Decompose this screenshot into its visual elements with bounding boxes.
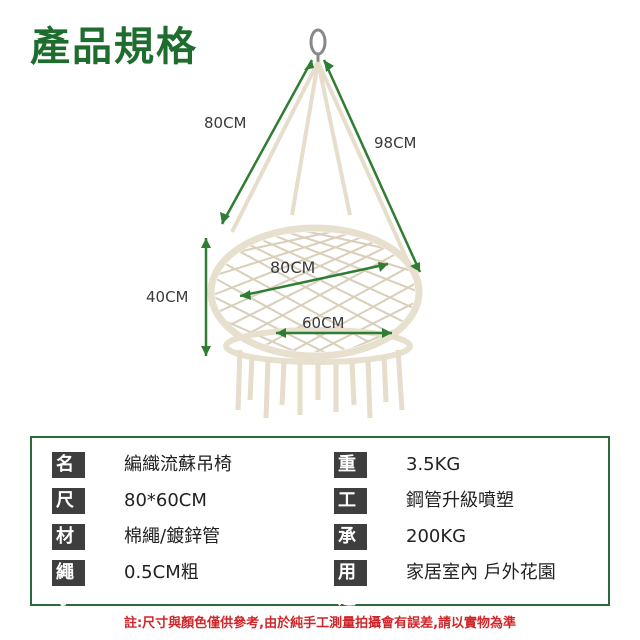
seat-outer-label: 80CM [270, 258, 316, 277]
rope-diagonal-label: 98CM [374, 134, 417, 152]
hook-icon [309, 28, 327, 62]
arrow-heads [201, 60, 420, 356]
dimension-lines [204, 59, 422, 356]
spec-label: 重量: [334, 452, 368, 501]
hammock-chair-illustration [201, 28, 423, 419]
spec-value: 0.5CM粗 [124, 562, 199, 583]
spec-value: 家居室內 戶外花園 [406, 562, 556, 583]
disclaimer-note: 註:尺寸與顏色僅供參考,由於純手工測量拍攝會有誤差,請以實物為準 [123, 616, 517, 631]
tassels [235, 349, 405, 419]
spec-value: 200KG [406, 526, 467, 547]
spec-value: 棉繩/鍍鋅管 [124, 526, 221, 547]
spec-label: 用途: [334, 560, 368, 609]
spec-label: 尺寸: [52, 488, 86, 537]
spec-value: 80*60CM [124, 490, 207, 511]
spec-label: 材質: [52, 524, 86, 573]
spec-label: 名稱: [52, 452, 86, 501]
spec-label: 承重: [334, 524, 368, 573]
spec-label: 工藝: [334, 488, 368, 537]
ropes [230, 61, 410, 263]
seat-bottom-ring [223, 327, 413, 365]
seat-outer-ring [207, 224, 423, 360]
spec-value: 3.5KG [406, 454, 461, 475]
spec-value: 鋼管升級噴塑 [406, 490, 514, 511]
seat-net [215, 232, 415, 352]
spec-label: 繩子: [52, 560, 86, 609]
seat-height-label: 40CM [146, 288, 189, 306]
page-title: 產品規格 [30, 24, 198, 70]
rope-length-label: 80CM [204, 114, 247, 132]
spec-value: 編織流蘇吊椅 [124, 454, 232, 475]
spec-table: 名稱: 編織流蘇吊椅 尺寸: 80*60CM 材質: 棉繩/鍍鋅管 繩子: 0.… [30, 436, 610, 609]
seat-inner-label: 60CM [302, 314, 345, 332]
